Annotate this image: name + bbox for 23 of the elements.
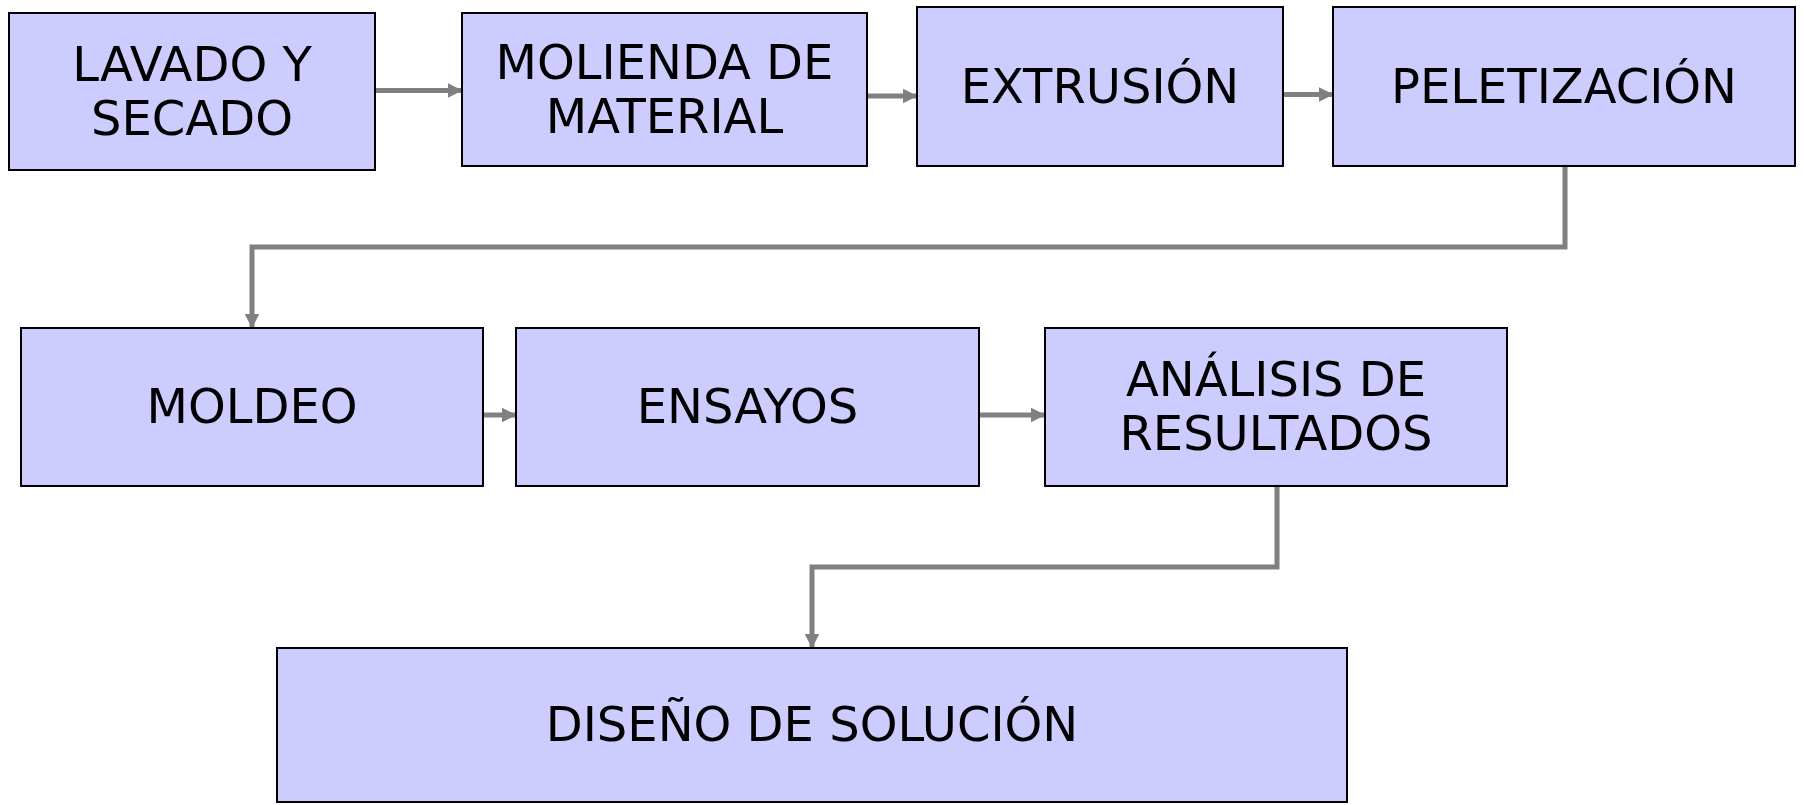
process-box — [8, 12, 376, 171]
process-label: ANÁLISIS DE RESULTADOS — [1118, 353, 1434, 461]
process-box — [916, 6, 1284, 167]
process-box — [276, 647, 1348, 803]
process-label: PELETIZACIÓN — [1390, 59, 1738, 114]
process-box — [1332, 6, 1796, 167]
arrow — [804, 487, 1280, 649]
process-label: LAVADO Y SECADO — [71, 37, 313, 146]
arrow — [244, 167, 1568, 329]
arrow — [980, 407, 1046, 423]
process-label: MOLIENDA DE MATERIAL — [494, 35, 835, 144]
process-label: DISEÑO DE SOLUCIÓN — [545, 698, 1079, 752]
process-label: MOLDEO — [146, 380, 358, 434]
arrow — [868, 88, 918, 104]
process-box — [20, 327, 484, 487]
arrow — [484, 407, 517, 423]
arrow — [1284, 87, 1334, 102]
process-label: EXTRUSIÓN — [960, 59, 1240, 114]
process-box — [1044, 327, 1508, 487]
arrow — [376, 83, 463, 98]
process-label: ENSAYOS — [636, 380, 859, 434]
process-box — [461, 12, 868, 167]
process-box — [515, 327, 980, 487]
